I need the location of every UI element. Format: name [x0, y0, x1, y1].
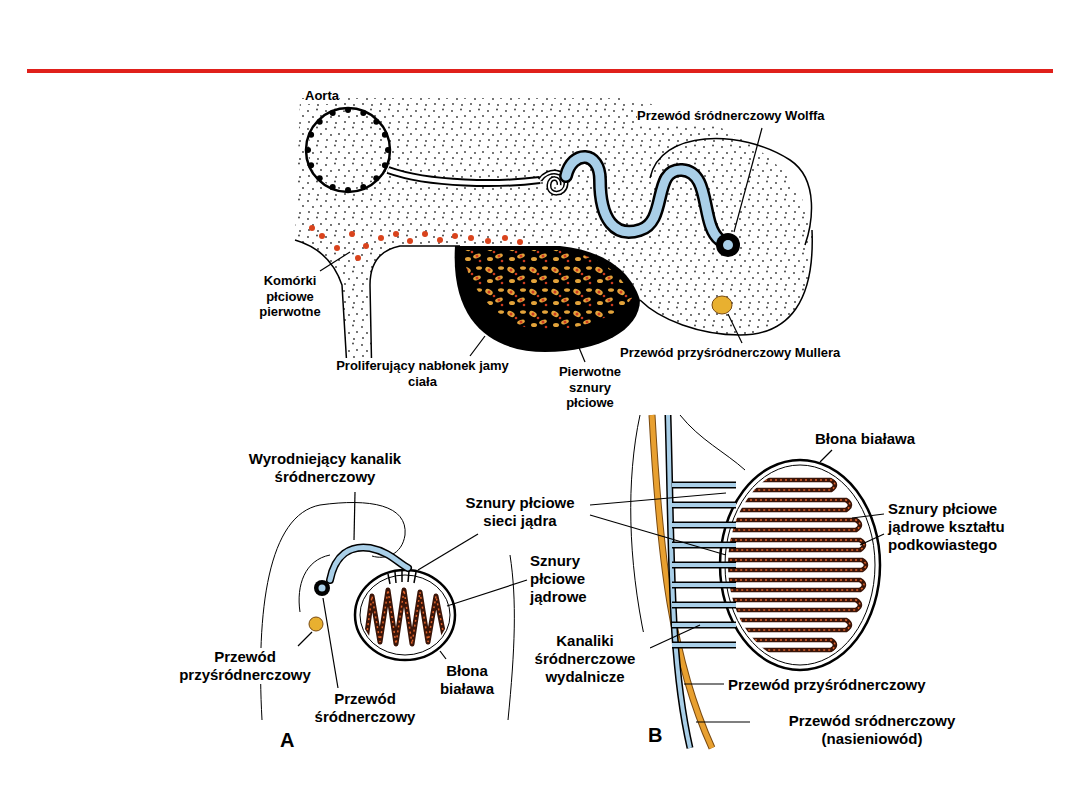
endothelium-dots	[305, 107, 391, 193]
part-label: Kanaliki śródnerczowe wydalnicze	[520, 632, 650, 686]
mesonephric-duct	[314, 580, 330, 596]
part-label: Sznury płciowe jądrowe kształtu podkowia…	[888, 500, 1028, 554]
part-label: Sznury płciowe jądrowe	[530, 552, 605, 606]
primitive-sex-cords	[462, 250, 632, 330]
mesonephric-tubule-wall	[566, 157, 720, 240]
part-label: Wyrodniejący kanalik śródnerczowy	[225, 450, 425, 486]
tunica-albuginea	[725, 465, 875, 665]
wolffian-duct	[716, 233, 740, 257]
part-label: Przewód przyśródnerczowy Mullera	[620, 345, 840, 361]
testis-outline	[355, 570, 455, 660]
part-label: Błona biaława	[432, 662, 502, 698]
panel-letter: A	[280, 728, 294, 752]
ridge-outline	[640, 230, 812, 335]
part-label: Pierwotne sznury płciowe	[552, 364, 628, 411]
part-label: Błona biaława	[815, 430, 915, 448]
part-label: Sznury płciowe sieci jądra	[455, 494, 585, 530]
aorta-lumen	[308, 110, 388, 190]
part-label: Aorta	[305, 88, 339, 104]
horseshoe-cords	[715, 480, 866, 650]
mullerian-duct	[712, 296, 732, 314]
gonad-epithelium	[455, 246, 640, 352]
vessel	[388, 170, 540, 183]
mesonephric-tubule	[566, 157, 720, 240]
testis-cords	[366, 590, 444, 644]
aorta-circle	[306, 108, 390, 192]
ridge-outline	[299, 555, 330, 612]
paramesonephric-duct	[309, 617, 323, 631]
germ-cells	[309, 225, 523, 261]
mesorchium-outline	[680, 415, 745, 470]
mesonephric-duct-lumen	[319, 585, 326, 592]
leader-line	[320, 128, 762, 362]
body-wall-outline	[508, 555, 514, 720]
part-label: Przewód śródnerczowy Wolffa	[637, 108, 825, 124]
degenerating-tubule	[330, 547, 408, 580]
rete-cords	[388, 571, 416, 584]
vessel-lumen	[388, 170, 540, 183]
panel-letter: B	[648, 723, 662, 747]
tunica-albuginea	[360, 575, 450, 655]
wolffian-duct-lumen	[723, 240, 733, 250]
part-label: Przewód sródnerczowy (nasieniowód)	[752, 712, 992, 748]
stippled-mesenchyme	[295, 98, 812, 385]
efferent-ductules	[672, 485, 736, 645]
degenerating-tubule-wall	[330, 547, 408, 580]
header-rule	[27, 69, 1053, 73]
part-label: Przewód przyśródnerczowy	[160, 648, 330, 684]
fold-outline	[650, 139, 812, 245]
part-label: Przewód przyśródnerczowy	[728, 676, 926, 694]
part-label: Proliferujący nabłonek jamy ciała	[335, 358, 510, 389]
part-label: Przewód śródnerczowy	[300, 690, 430, 726]
part-label: Komórki płciowe pierwotne	[248, 273, 332, 320]
